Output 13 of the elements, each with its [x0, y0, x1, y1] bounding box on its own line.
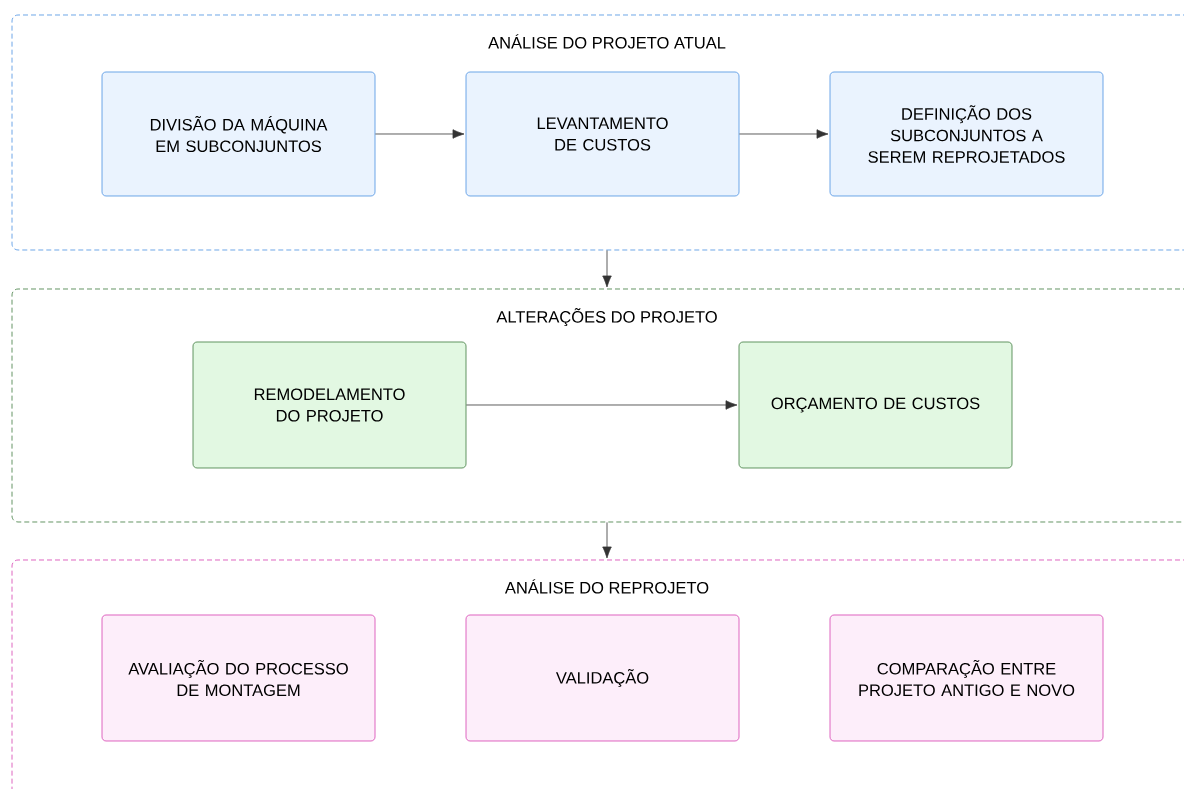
process-box: ORÇAMENTO DE CUSTOS: [738, 341, 1013, 469]
process-box: REMODELAMENTO DO PROJETO: [192, 341, 467, 469]
process-box: LEVANTAMENTO DE CUSTOS: [465, 71, 740, 197]
process-box: VALIDAÇÃO: [465, 614, 740, 742]
process-box: AVALIAÇÃO DO PROCESSO DE MONTAGEM: [101, 614, 376, 742]
arrow: [375, 129, 465, 139]
process-box: DIVISÃO DA MÁQUINA EM SUBCONJUNTOS: [101, 71, 376, 197]
arrow: [466, 400, 738, 410]
arrow: [739, 129, 829, 139]
process-box: DEFINIÇÃO DOS SUBCONJUNTOS A SEREM REPROJETADOS: [829, 71, 1104, 197]
process-box: COMPARAÇÃO ENTRE PROJETO ANTIGO E NOVO: [829, 614, 1104, 742]
arrow: [602, 522, 612, 559]
arrow: [602, 250, 612, 288]
